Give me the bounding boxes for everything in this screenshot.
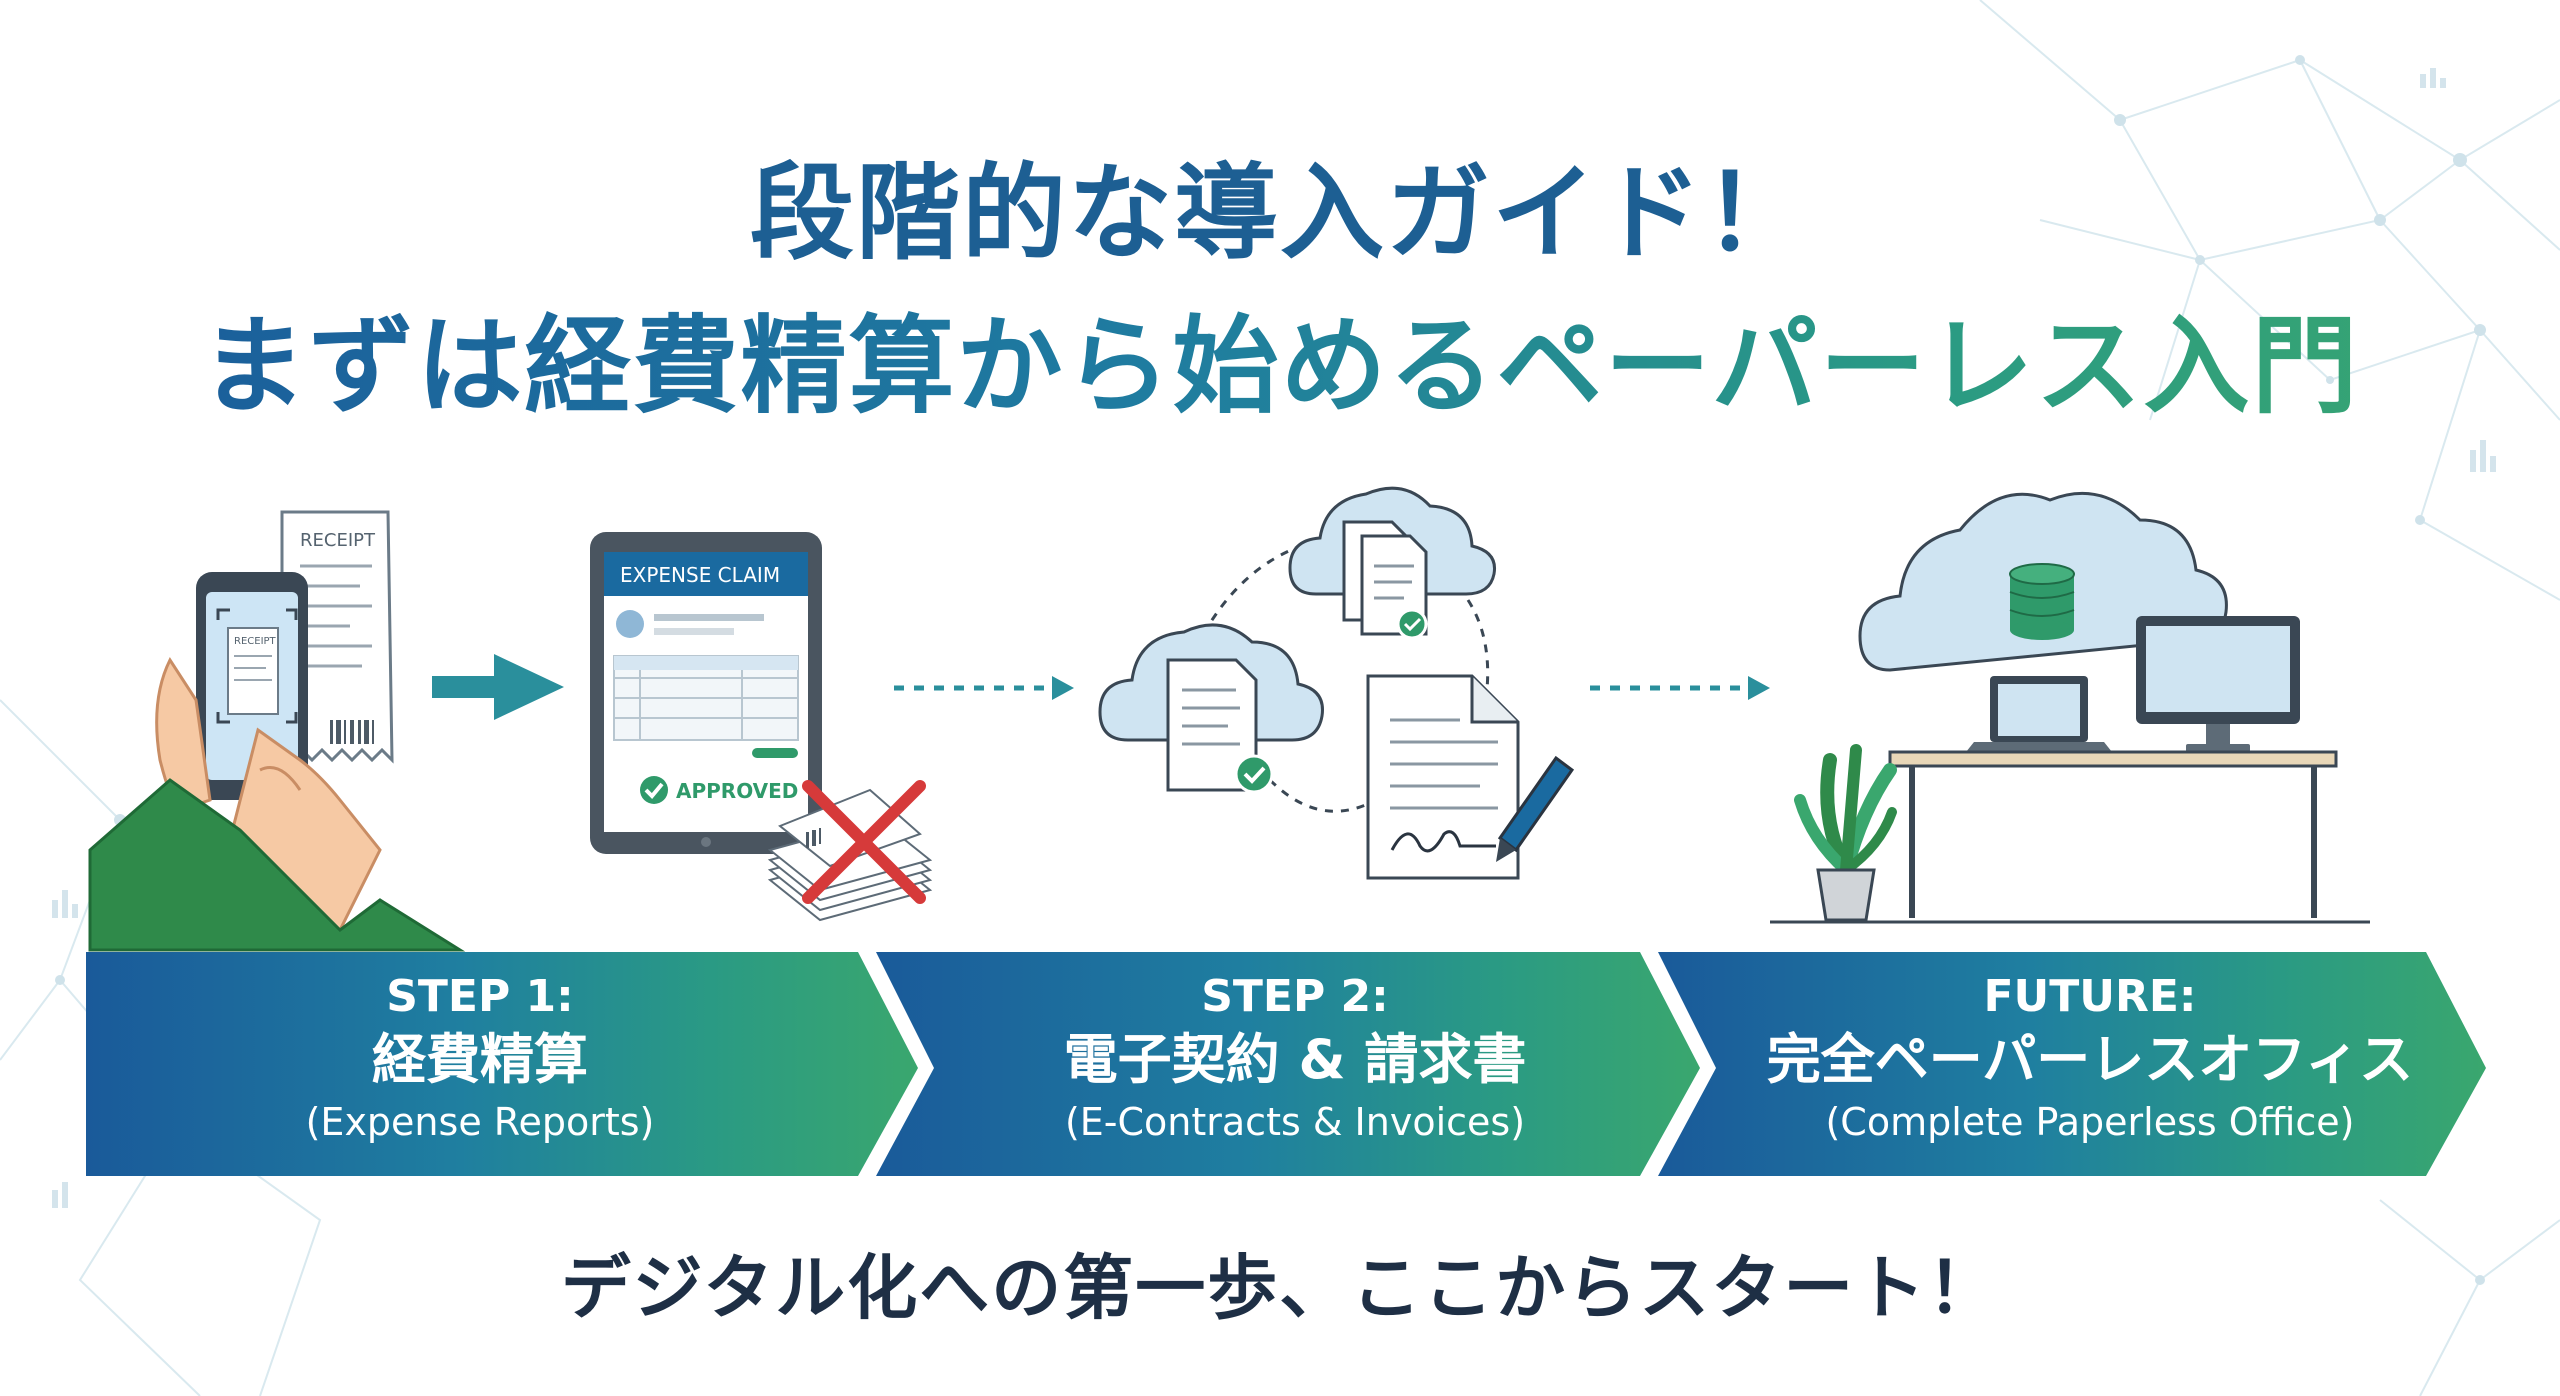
document-icon <box>1166 658 1274 794</box>
hand-icon <box>88 656 466 952</box>
receipt-label: RECEIPT <box>300 530 376 551</box>
arrow-icon <box>432 654 564 720</box>
phone-icon: RECEIPT <box>196 572 308 800</box>
desk-icon <box>1770 750 2370 924</box>
step-1-text: STEP 1: 経費精算 (Expense Reports) <box>120 968 840 1150</box>
plant-icon <box>1794 744 1897 922</box>
future-title: 完全ペーパーレスオフィス <box>1766 1028 2414 1091</box>
check-icon <box>640 776 668 804</box>
cross-icon <box>802 780 926 904</box>
step-2-title: 電子契約 & 請求書 <box>1063 1028 1527 1091</box>
future-head: FUTURE: <box>1983 971 2197 1022</box>
step-1-chevron <box>86 952 918 1176</box>
step-1-head: STEP 1: <box>386 971 574 1022</box>
step-2-text: STEP 2: 電子契約 & 請求書 (E-Contracts & Invoic… <box>935 968 1655 1150</box>
document-icon <box>1342 520 1428 640</box>
future-subtitle: (Complete Paperless Office) <box>1825 1100 2355 1144</box>
pen-icon <box>1496 755 1575 862</box>
database-icon <box>2009 563 2075 640</box>
phone-receipt-label: RECEIPT <box>234 636 277 647</box>
claim-header: EXPENSE CLAIM <box>620 563 780 587</box>
step-1-subtitle: (Expense Reports) <box>305 1100 655 1144</box>
arrow-icon <box>894 676 1074 700</box>
laptop-icon <box>1966 676 2112 752</box>
future-chevron <box>1658 952 2486 1176</box>
step-banner <box>86 952 2486 1176</box>
footer-tagline: デジタル化への第一歩、ここからスタート！ <box>560 1247 2000 1329</box>
future-text: FUTURE: 完全ペーパーレスオフィス (Complete Paperless… <box>1720 968 2460 1150</box>
step-2-head: STEP 2: <box>1201 971 1389 1022</box>
arrow-icon <box>1590 676 1770 700</box>
approved-label: APPROVED <box>676 779 798 803</box>
illustration-row: RECEIPT RECEIPT EXPENSE <box>88 486 2370 952</box>
monitor-icon <box>2136 616 2300 752</box>
page-title-line-2: まずは経費精算から始めるペーパーレス入門 <box>0 280 2560 434</box>
step-2-chevron <box>876 952 1700 1176</box>
document-icon <box>1366 674 1520 880</box>
step-1-title: 経費精算 <box>372 1028 588 1091</box>
tablet-icon: EXPENSE CLAIM APPROVED <box>590 532 822 854</box>
step-2-subtitle: (E-Contracts & Invoices) <box>1064 1100 1526 1144</box>
page-title-line-1: 段階的な導入ガイド！ <box>749 152 1810 274</box>
